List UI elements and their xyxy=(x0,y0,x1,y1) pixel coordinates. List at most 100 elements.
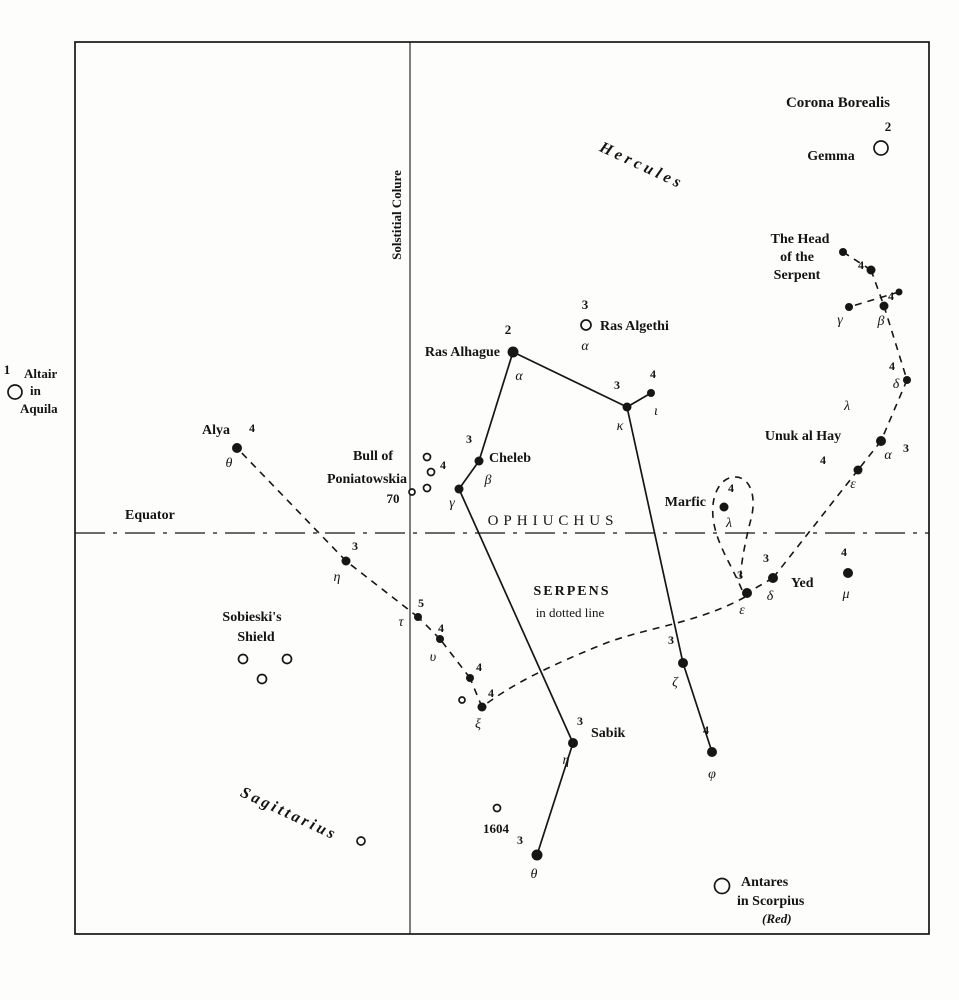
mag-phi-ophiuchi: 4 xyxy=(703,723,709,737)
greek-theta-serpentis: θ xyxy=(226,456,233,471)
label-70: 70 xyxy=(387,491,400,506)
delta-serpentis-star xyxy=(903,376,911,384)
label-serpens: SERPENS xyxy=(533,584,610,599)
mag-theta-ophiuchi: 3 xyxy=(517,833,523,847)
serpens-line-dashed xyxy=(345,560,419,618)
serpens-line-dashed xyxy=(842,251,872,271)
ophiuchus-line-solid xyxy=(626,406,684,664)
label-cheleb: Cheleb xyxy=(489,451,531,466)
greek-phi-ophiuchi: φ xyxy=(708,767,716,782)
chart-border xyxy=(74,41,930,935)
title-corona-borealis: Corona Borealis xyxy=(786,95,890,111)
mag-gamma-ophiuchi: 4 xyxy=(440,458,446,472)
mag-mu-ophiuchi: 4 xyxy=(841,545,847,559)
alpha-serpentis-unuk-star xyxy=(876,436,886,446)
greek-delta-ophiuchi: δ xyxy=(767,589,774,604)
eta-ophiuchi-sabik-star xyxy=(568,738,578,748)
mag-xi-serpentis: 4 xyxy=(488,686,494,700)
mag-gemma: 2 xyxy=(885,119,892,134)
label-bull-1: Bull of xyxy=(353,449,393,464)
serpens-line-dashed xyxy=(848,291,900,308)
mag-eta-serpentis: 3 xyxy=(352,539,358,553)
bull-circle-3-star xyxy=(422,483,432,493)
greek-theta-ophiuchi: θ xyxy=(531,867,538,882)
greek-lambda-serpentis: λ xyxy=(843,399,850,414)
label-ras-alhague: Ras Alhague xyxy=(425,345,500,360)
mu-ophiuchi-star xyxy=(843,568,853,578)
mag-cheleb: 3 xyxy=(466,432,472,446)
shield-circle-3-star xyxy=(256,673,268,685)
upsilon-serpentis-star xyxy=(436,635,444,643)
mag-kappa-ophiuchi: 3 xyxy=(614,378,620,392)
phi-ophiuchi-star xyxy=(707,747,717,757)
mag-ras-alhague: 2 xyxy=(505,322,512,337)
mag-head-c: 4 xyxy=(888,289,894,303)
mag-tau-serpentis: 5 xyxy=(418,596,424,610)
greek-mu-ophiuchi: μ xyxy=(841,587,849,602)
label-unuk-al-hay: Unuk al Hay xyxy=(765,429,841,444)
mag-marfic: 4 xyxy=(728,481,734,495)
mag-upsilon-serpentis: 4 xyxy=(438,621,444,635)
shield-circle-2-star xyxy=(281,653,293,665)
serpens-head-a-star xyxy=(839,248,847,256)
epsilon-serpentis-star xyxy=(853,465,863,475)
label-antares-3: (Red) xyxy=(762,911,792,926)
serpens-line-dashed xyxy=(857,440,882,471)
greek-epsilon-serpentis: ε xyxy=(850,477,856,492)
label-gemma: Gemma xyxy=(807,149,854,164)
mag-epsilon-serpentis: 4 xyxy=(820,453,826,467)
greek-upsilon-serpentis: υ xyxy=(430,650,436,665)
label-yed: Yed xyxy=(791,576,814,591)
beta-ophiuchi-cheleb-star xyxy=(474,456,484,466)
greek-lambda-ophiuchi: λ xyxy=(725,516,732,531)
label-altair-1: Altair xyxy=(24,366,57,381)
label-equator: Equator xyxy=(125,508,175,523)
mag-zeta-ophiuchi: 3 xyxy=(668,633,674,647)
greek-xi-serpentis: ξ xyxy=(475,717,481,732)
mag-sabik: 3 xyxy=(577,714,583,728)
delta-ophiuchi-yed-star xyxy=(768,573,778,583)
serpens-tail-circle-star xyxy=(458,696,466,704)
gamma-serpentis-star xyxy=(845,303,853,311)
serpens-line-dashed xyxy=(772,469,859,579)
label-sabik: Sabik xyxy=(591,726,625,741)
greek-tau-serpentis: τ xyxy=(398,615,404,630)
label-serpent-head-3: Serpent xyxy=(774,268,821,283)
greek-delta-serpentis: δ xyxy=(893,377,900,392)
serpens-line-dashed xyxy=(870,269,885,307)
greek-eta-serpentis: η xyxy=(334,570,341,585)
serpens-line-dashed xyxy=(439,638,471,679)
serpens-line-dashed xyxy=(417,616,441,640)
serpens-line-dashed xyxy=(236,447,347,562)
ophiuchus-line-solid xyxy=(458,460,480,490)
label-ras-algethi: Ras Algethi xyxy=(600,319,669,334)
gemma-star xyxy=(873,140,889,156)
mag-alya: 4 xyxy=(249,421,255,435)
bull-circle-4-star xyxy=(408,488,416,496)
sagittarius-star-star xyxy=(356,836,366,846)
ophiuchus-line-solid xyxy=(626,392,652,408)
greek-kappa-ophiuchi: κ xyxy=(617,419,624,434)
lambda-ophiuchi-marfic-star xyxy=(719,502,729,512)
serpens-line-dashed xyxy=(880,379,908,442)
label-antares-2: in Scorpius xyxy=(737,894,805,909)
ophiuchus-line-solid xyxy=(682,662,713,753)
mag-alpha-serpentis: 3 xyxy=(903,441,909,455)
greek-zeta-ophiuchi: ζ xyxy=(672,675,679,690)
gamma-ophiuchi-star xyxy=(454,484,464,494)
greek-epsilon-ophiuchi: ε xyxy=(739,603,745,618)
serpens-line-dashed xyxy=(746,577,774,594)
ophiuchus-line-solid xyxy=(478,351,514,462)
label-antares-1: Antares xyxy=(741,875,789,890)
tau-serpentis-star xyxy=(414,613,422,621)
epsilon-ophiuchi-yed-star xyxy=(742,588,752,598)
mag-delta-serpentis: 4 xyxy=(889,359,895,373)
greek-alpha-serpentis: α xyxy=(884,448,892,463)
label-serpent-head-2: of the xyxy=(780,250,814,265)
kappa-ophiuchi-star xyxy=(622,402,632,412)
mag-delta-yed: 3 xyxy=(763,551,769,565)
label-sobieski-1: Sobieski's xyxy=(222,610,282,625)
